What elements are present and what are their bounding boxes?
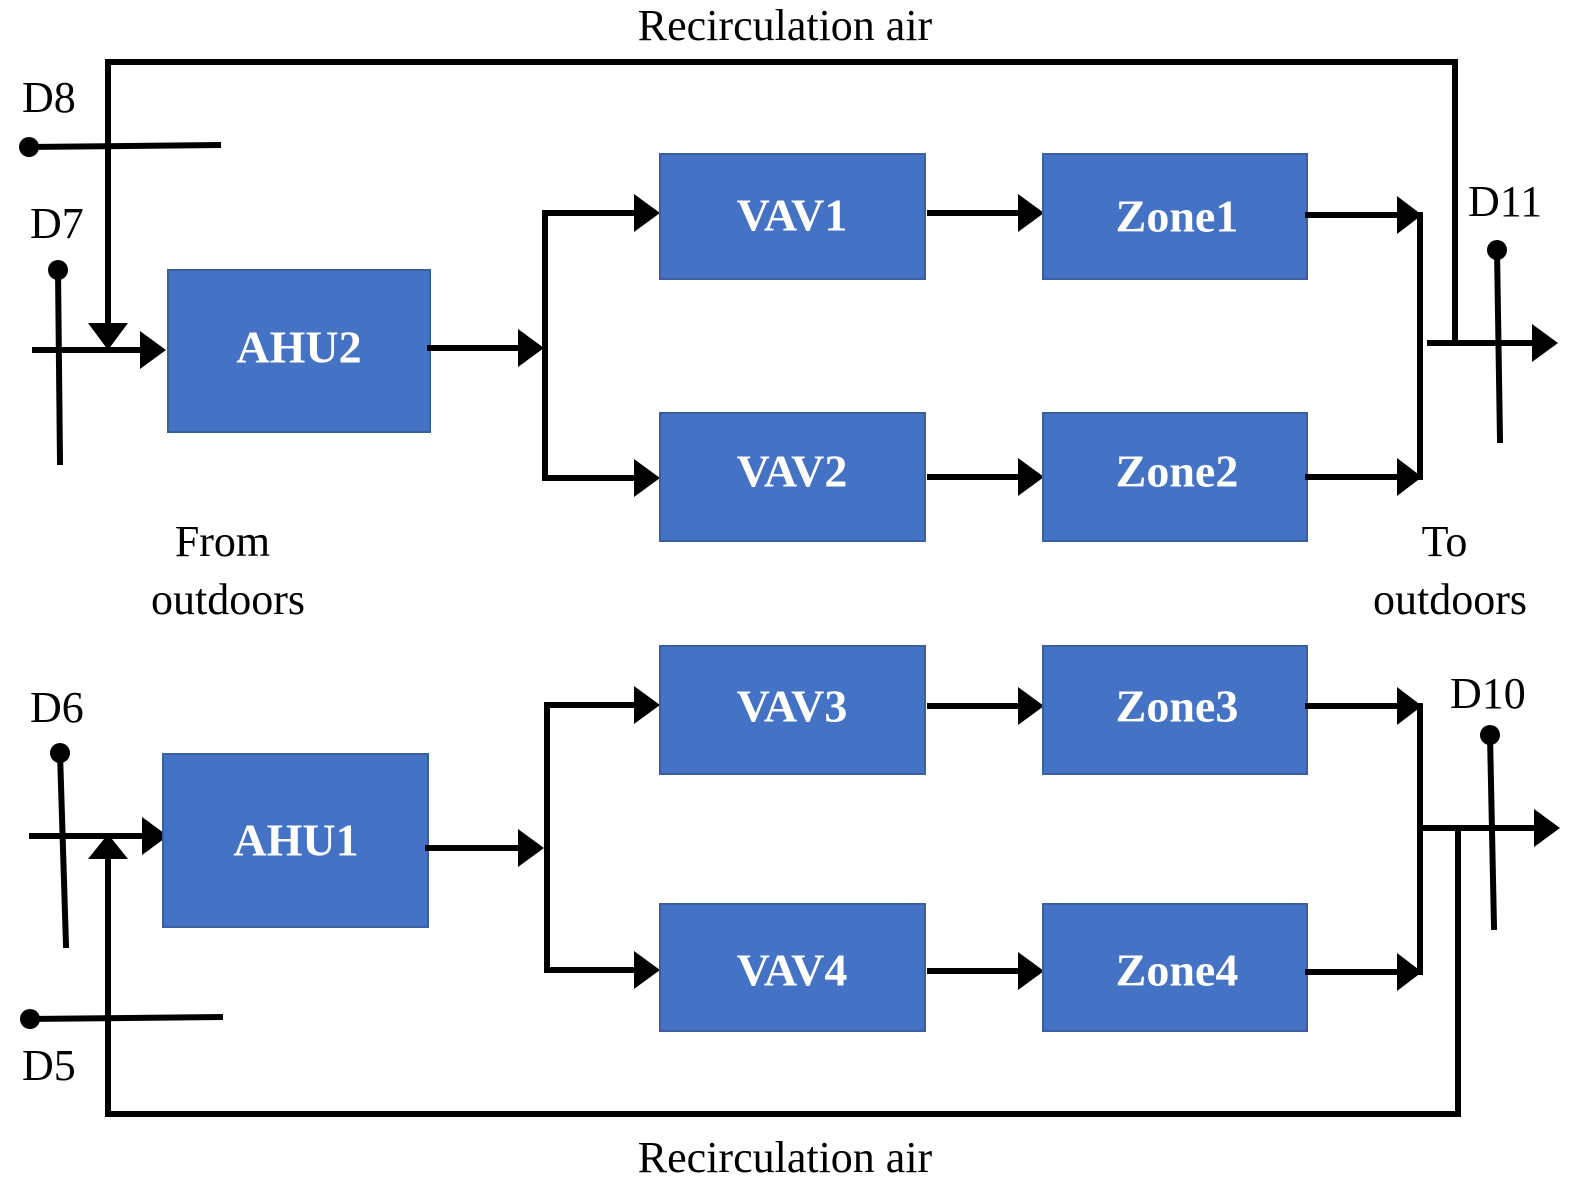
damper-d10-label: D10 bbox=[1450, 669, 1526, 718]
recirculation-line-bottom bbox=[105, 825, 1461, 1117]
exhaust-arrow-top bbox=[1532, 324, 1558, 362]
from-outdoors-line2: outdoors bbox=[151, 575, 305, 624]
damper-d10-blade bbox=[1486, 731, 1498, 931]
splitter-top bbox=[542, 210, 639, 481]
damper-d11-blade bbox=[1493, 246, 1504, 444]
vav3-label: VAV3 bbox=[737, 681, 848, 732]
damper-d11-label: D11 bbox=[1468, 177, 1542, 226]
inlet-arrow-ahu1 bbox=[142, 817, 168, 855]
arrow-to-vav4 bbox=[634, 951, 660, 989]
recirculation-arrow-top bbox=[88, 323, 128, 350]
ahu1-outlet-arrow bbox=[518, 829, 544, 867]
arrow-to-vav2 bbox=[634, 459, 660, 497]
recirculation-arrow-bottom bbox=[88, 834, 128, 859]
zone2-outlet-arrow bbox=[1397, 458, 1422, 496]
zone4-box: Zone4 bbox=[1042, 903, 1308, 1032]
vav2-to-zone2-arrow bbox=[1018, 458, 1044, 496]
vav4-label: VAV4 bbox=[737, 945, 848, 996]
from-outdoors-label: From outdoors bbox=[151, 517, 305, 624]
to-outdoors-line2: outdoors bbox=[1373, 575, 1527, 624]
splitter-bottom bbox=[544, 702, 639, 973]
zone2-label: Zone2 bbox=[1116, 446, 1239, 497]
zone3-label: Zone3 bbox=[1116, 681, 1239, 732]
exhaust-arrow-bottom bbox=[1534, 809, 1560, 847]
damper-d5-blade bbox=[26, 1013, 224, 1023]
ahu2-box: AHU2 bbox=[167, 269, 431, 433]
damper-d7-blade bbox=[54, 266, 64, 466]
zone4-label: Zone4 bbox=[1116, 945, 1239, 996]
zone3-outlet-arrow bbox=[1397, 687, 1422, 725]
recirculation-label-top: Recirculation air bbox=[638, 1, 933, 50]
vav4-to-zone4-arrow bbox=[1018, 952, 1044, 990]
inlet-arrow-ahu2 bbox=[140, 331, 166, 369]
zone1-box: Zone1 bbox=[1042, 153, 1308, 280]
from-outdoors-line1: From bbox=[175, 517, 270, 566]
damper-d6-label: D6 bbox=[30, 683, 84, 732]
damper-d7-pivot bbox=[48, 260, 68, 280]
damper-d5-pivot bbox=[20, 1009, 40, 1029]
zone1-label: Zone1 bbox=[1116, 191, 1239, 242]
vav3-to-zone3-arrow bbox=[1018, 687, 1044, 725]
damper-d6-blade bbox=[56, 749, 70, 949]
arrow-to-vav1 bbox=[634, 194, 660, 232]
ahu1-box: AHU1 bbox=[162, 753, 429, 928]
damper-d8-pivot bbox=[19, 137, 39, 157]
damper-d8-label: D8 bbox=[22, 73, 76, 122]
vav1-box: VAV1 bbox=[659, 153, 926, 280]
recirculation-line-top bbox=[105, 59, 1458, 346]
ahu1-label: AHU1 bbox=[233, 815, 358, 866]
to-outdoors-label: To outdoors bbox=[1373, 517, 1527, 624]
vav2-box: VAV2 bbox=[659, 412, 926, 542]
damper-d8-blade bbox=[26, 141, 222, 151]
damper-d6-pivot bbox=[50, 743, 70, 763]
vav3-box: VAV3 bbox=[659, 645, 926, 775]
ahu2-label: AHU2 bbox=[236, 322, 361, 373]
ahu2-outlet-arrow bbox=[518, 329, 544, 367]
damper-d11-pivot bbox=[1487, 240, 1507, 260]
zone2-box: Zone2 bbox=[1042, 412, 1308, 542]
damper-d5-label: D5 bbox=[22, 1041, 76, 1090]
recirculation-label-bottom: Recirculation air bbox=[638, 1133, 933, 1182]
vav1-label: VAV1 bbox=[737, 190, 848, 241]
vav1-to-zone1-arrow bbox=[1018, 194, 1044, 232]
damper-d10-pivot bbox=[1480, 725, 1500, 745]
to-outdoors-line1: To bbox=[1422, 517, 1468, 566]
damper-d7-label: D7 bbox=[30, 199, 84, 248]
zone4-outlet-arrow bbox=[1397, 953, 1422, 991]
zone1-outlet-arrow bbox=[1397, 196, 1422, 234]
vav4-box: VAV4 bbox=[659, 903, 926, 1032]
zone3-box: Zone3 bbox=[1042, 645, 1308, 775]
vav2-label: VAV2 bbox=[737, 446, 848, 497]
arrow-to-vav3 bbox=[634, 686, 660, 724]
